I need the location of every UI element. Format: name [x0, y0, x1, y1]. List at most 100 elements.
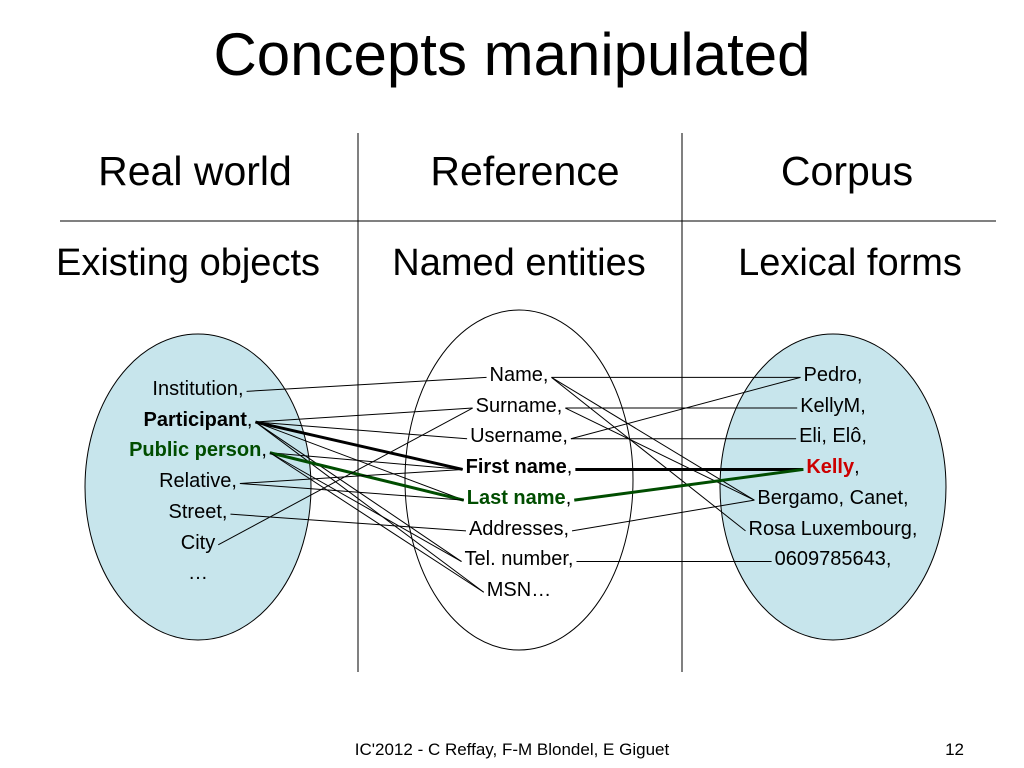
- corpus-item-label: Kelly: [806, 456, 855, 479]
- real-world-item-label: Public person: [129, 439, 262, 462]
- real-world-item: …: [48, 561, 348, 585]
- real-world-item: Street,: [48, 500, 348, 524]
- reference-item: First name,: [369, 455, 669, 479]
- corpus-item-text: Kelly,: [806, 455, 859, 479]
- corpus-item-suffix: ,: [854, 456, 860, 479]
- link-line: [565, 407, 755, 501]
- reference-item: Surname,: [369, 394, 669, 418]
- link-line: [246, 376, 487, 392]
- reference-item-label: Last name: [466, 486, 566, 509]
- link-line: [269, 452, 463, 470]
- reference-ellipse: [404, 309, 634, 651]
- corpus-item-label: Rosa Luxembourg,: [748, 517, 918, 540]
- link-line: [269, 452, 462, 562]
- slide-title: Concepts manipulated: [213, 21, 811, 88]
- corpus-item-text: Eli, Elô,: [799, 424, 867, 448]
- reference-item-label: Name,: [489, 364, 549, 386]
- corpus-ellipse: [719, 333, 947, 641]
- reference-item-text: Surname,: [476, 394, 563, 418]
- concept-links: [217, 376, 804, 593]
- reference-item-text: Addresses,: [469, 517, 569, 541]
- reference-item-text: Username,: [470, 424, 568, 448]
- page-number: 12: [945, 740, 964, 759]
- real-world-item-text: …: [188, 561, 208, 585]
- link-line: [571, 499, 755, 532]
- reference-item-text: Tel. number,: [465, 547, 574, 571]
- real-world-item: Public person,: [48, 438, 348, 462]
- corpus-item-text: 0609785643,: [775, 547, 892, 571]
- link-line: [570, 376, 801, 440]
- corpus-item-text: Pedro,: [804, 363, 863, 387]
- reference-item-suffix: ,: [565, 486, 572, 509]
- real-world-item-suffix: ,: [261, 439, 267, 462]
- link-line: [574, 467, 804, 502]
- reference-item-label: Addresses,: [468, 517, 570, 540]
- corpus-item-label: KellyM,: [800, 394, 866, 417]
- corpus-item-text: Rosa Luxembourg,: [749, 517, 918, 541]
- real-world-item-label: Street,: [168, 500, 228, 523]
- real-world-item-label: Institution,: [152, 378, 244, 400]
- corpus-item-text: KellyM,: [800, 394, 866, 418]
- reference-item-suffix: ,: [566, 456, 573, 479]
- link-line: [269, 452, 485, 593]
- reference-item: Addresses,: [369, 517, 669, 541]
- corpus-item: KellyM,: [683, 394, 983, 418]
- column-header-corpus: Corpus: [780, 148, 914, 194]
- link-line: [551, 376, 746, 532]
- real-world-item-label: …: [188, 562, 208, 585]
- reference-item-label: Surname,: [475, 394, 563, 417]
- real-world-item-label: City: [180, 531, 216, 554]
- link-line: [239, 482, 464, 501]
- corpus-item: Rosa Luxembourg,: [683, 517, 983, 541]
- real-world-item-label: Relative,: [159, 470, 237, 493]
- reference-item-text: Last name,: [467, 486, 572, 510]
- link-line: [217, 407, 473, 546]
- real-world-item-text: Participant,: [144, 408, 253, 432]
- real-world-item: Relative,: [48, 469, 348, 493]
- real-world-item-text: Public person,: [129, 438, 267, 462]
- column-header-reference: Reference: [430, 148, 620, 194]
- corpus-item-label: Bergamo, Canet,: [757, 486, 909, 509]
- corpus-item-label: 0609785643,: [774, 548, 892, 571]
- real-world-item-suffix: ,: [246, 408, 253, 431]
- corpus-item-text: Bergamo, Canet,: [757, 486, 908, 510]
- corpus-item: Pedro,: [683, 363, 983, 387]
- reference-item: Tel. number,: [369, 547, 669, 571]
- corpus-item-label: Eli, Elô,: [799, 425, 867, 448]
- column-subheader-named-entities: Named entities: [392, 242, 646, 284]
- column-header-real-world: Real world: [98, 148, 292, 194]
- link-line: [255, 421, 485, 593]
- reference-item-label: Username,: [470, 425, 568, 448]
- real-world-item: Participant,: [48, 408, 348, 432]
- reference-item: Last name,: [369, 486, 669, 510]
- real-world-ellipse: [84, 333, 312, 641]
- reference-item-text: MSN…: [487, 578, 551, 602]
- reference-item-text: Name,: [490, 363, 549, 387]
- real-world-item-text: Institution,: [152, 377, 243, 401]
- link-line: [255, 420, 463, 471]
- corpus-item: Bergamo, Canet,: [683, 486, 983, 510]
- reference-item: Name,: [369, 363, 669, 387]
- reference-item-text: First name,: [466, 455, 573, 479]
- reference-item-label: First name: [465, 456, 567, 479]
- reference-item-label: Tel. number,: [464, 548, 574, 571]
- link-line: [239, 468, 463, 484]
- corpus-item: Eli, Elô,: [683, 424, 983, 448]
- column-subheader-existing-objects: Existing objects: [55, 242, 320, 284]
- real-world-item: Institution,: [48, 377, 348, 401]
- link-line: [255, 421, 468, 440]
- column-subheader-lexical-forms: Lexical forms: [738, 242, 962, 284]
- real-world-item: City: [48, 531, 348, 555]
- corpus-item: 0609785643,: [683, 547, 983, 571]
- reference-item: Username,: [369, 424, 669, 448]
- link-line: [269, 451, 465, 502]
- link-line: [255, 421, 464, 501]
- corpus-item: Kelly,: [683, 455, 983, 479]
- reference-item: MSN…: [369, 578, 669, 602]
- corpus-item-label: Pedro,: [803, 364, 863, 386]
- link-line: [255, 407, 473, 423]
- real-world-item-label: Participant: [143, 408, 247, 431]
- slide-footer: IC'2012 - C Reffay, F-M Blondel, E Gigue…: [354, 740, 670, 759]
- reference-item-label: MSN…: [486, 578, 552, 601]
